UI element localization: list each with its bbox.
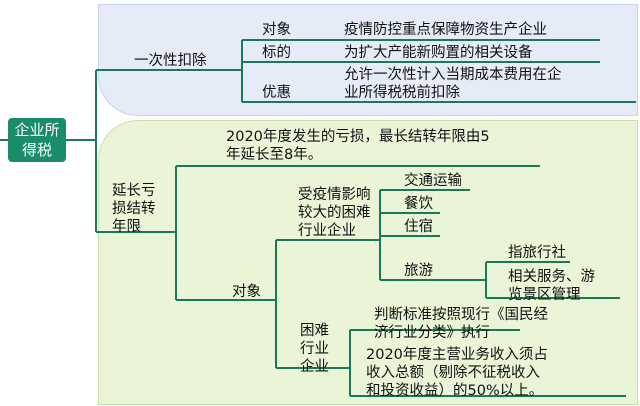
hard-hit-label-line1[interactable]: 受疫情影响 bbox=[298, 187, 371, 203]
industry-transport[interactable]: 交通运输 bbox=[404, 173, 462, 189]
root-node-corporate-income-tax[interactable]: 企业所 得税 bbox=[8, 118, 66, 162]
hard-hit-label-line3[interactable]: 行业企业 bbox=[298, 223, 356, 239]
one-time-deduction-panel bbox=[98, 4, 638, 116]
industry-catering[interactable]: 餐饮 bbox=[404, 196, 433, 212]
deduction-value-object[interactable]: 疫情防控重点保障物资生产企业 bbox=[344, 22, 547, 38]
loss-carryforward-label-line2[interactable]: 损结转 bbox=[112, 201, 156, 217]
difficult-enterprise-line2[interactable]: 行业 bbox=[300, 341, 329, 357]
criteria-standard-line1[interactable]: 判断标准按照现行《国民经 bbox=[374, 307, 548, 323]
industry-tourism[interactable]: 旅游 bbox=[404, 263, 433, 279]
hard-hit-label-line2[interactable]: 较大的困难 bbox=[298, 205, 371, 221]
deduction-value-target[interactable]: 为扩大产能新购置的相关设备 bbox=[344, 45, 533, 61]
root-label-line2: 得税 bbox=[21, 141, 52, 159]
root-label-line1: 企业所 bbox=[14, 121, 60, 139]
criteria-standard-line2[interactable]: 济行业分类》执行 bbox=[374, 325, 490, 341]
criteria-revenue-line2[interactable]: 收入总额（剔除不征税收入 bbox=[366, 365, 540, 381]
deduction-value-benefit-line1[interactable]: 允许一次性计入当期成本费用在企 bbox=[344, 67, 562, 83]
tourism-sub-services-line1[interactable]: 相关服务、游 bbox=[508, 269, 595, 285]
difficult-enterprise-line3[interactable]: 企业 bbox=[300, 359, 329, 375]
loss-summary-line2[interactable]: 年延长至8年。 bbox=[226, 147, 323, 163]
loss-carryforward-label-line3[interactable]: 年限 bbox=[112, 219, 141, 235]
deduction-key-object[interactable]: 对象 bbox=[262, 22, 291, 38]
tourism-sub-travel-agency[interactable]: 指旅行社 bbox=[508, 245, 566, 261]
criteria-revenue-line1[interactable]: 2020年度主营业务收入须占 bbox=[366, 347, 548, 363]
industry-accommodation[interactable]: 住宿 bbox=[404, 219, 433, 235]
deduction-value-benefit-line2[interactable]: 业所得税税前扣除 bbox=[344, 85, 460, 101]
one-time-deduction-node[interactable]: 一次性扣除 bbox=[134, 53, 207, 69]
object-node[interactable]: 对象 bbox=[232, 284, 261, 300]
loss-summary-line1[interactable]: 2020年度发生的亏损，最长结转年限由5 bbox=[226, 129, 490, 145]
criteria-revenue-line3[interactable]: 和投资收益）的50%以上。 bbox=[366, 383, 544, 399]
difficult-enterprise-line1[interactable]: 困难 bbox=[300, 323, 329, 339]
deduction-key-target[interactable]: 标的 bbox=[262, 45, 291, 61]
loss-carryforward-label-line1[interactable]: 延长亏 bbox=[112, 183, 156, 199]
deduction-key-benefit[interactable]: 优惠 bbox=[262, 85, 291, 101]
tourism-sub-services-line2[interactable]: 览景区管理 bbox=[508, 287, 581, 303]
